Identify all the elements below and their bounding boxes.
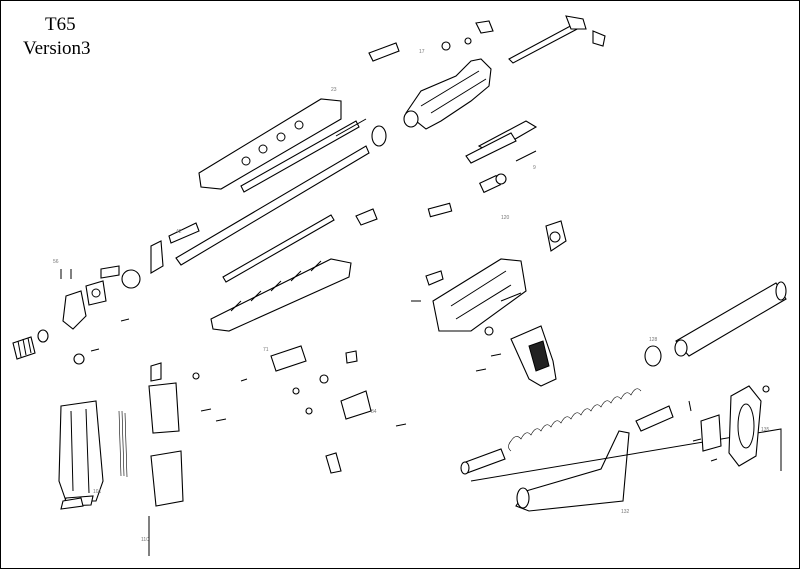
bolt-carrier xyxy=(427,120,538,218)
flash-hider xyxy=(12,329,49,360)
upper-receiver xyxy=(403,58,492,130)
model-title: T65 xyxy=(45,14,76,35)
magazine-spring xyxy=(118,410,128,478)
pistol-grip xyxy=(510,325,557,387)
gas-tube xyxy=(222,208,378,283)
callout-numbers: 23 17 9 42 56 101 110 71 84 120 135 132 … xyxy=(53,49,770,543)
buttplate xyxy=(700,385,770,467)
lower-handguard xyxy=(210,258,352,332)
barrel xyxy=(168,118,387,266)
trigger-group xyxy=(270,345,372,474)
version-label: Version3 xyxy=(23,38,91,59)
buffer-tube xyxy=(644,281,787,367)
svg-text:110: 110 xyxy=(141,537,149,543)
buttstock xyxy=(470,428,782,512)
charging-handle xyxy=(508,15,606,64)
svg-text:17: 17 xyxy=(419,49,425,55)
lower-receiver xyxy=(425,220,567,332)
magazine-short xyxy=(148,362,184,556)
svg-text:23: 23 xyxy=(331,87,337,93)
svg-text:42: 42 xyxy=(176,229,182,235)
svg-text:9: 9 xyxy=(533,165,536,171)
upper-handguard xyxy=(198,98,342,190)
svg-text:135: 135 xyxy=(761,427,770,433)
svg-text:128: 128 xyxy=(649,337,658,343)
svg-text:120: 120 xyxy=(501,215,510,221)
small-pins xyxy=(60,269,718,462)
buffer xyxy=(460,405,674,475)
magazine-large xyxy=(58,400,104,510)
small-upper-parts xyxy=(368,20,537,185)
svg-text:56: 56 xyxy=(53,259,59,265)
svg-text:101: 101 xyxy=(93,489,102,495)
front-sight xyxy=(62,240,164,330)
svg-text:84: 84 xyxy=(371,409,377,415)
svg-text:132: 132 xyxy=(621,509,630,515)
svg-text:71: 71 xyxy=(263,347,269,353)
recoil-spring xyxy=(508,388,642,452)
